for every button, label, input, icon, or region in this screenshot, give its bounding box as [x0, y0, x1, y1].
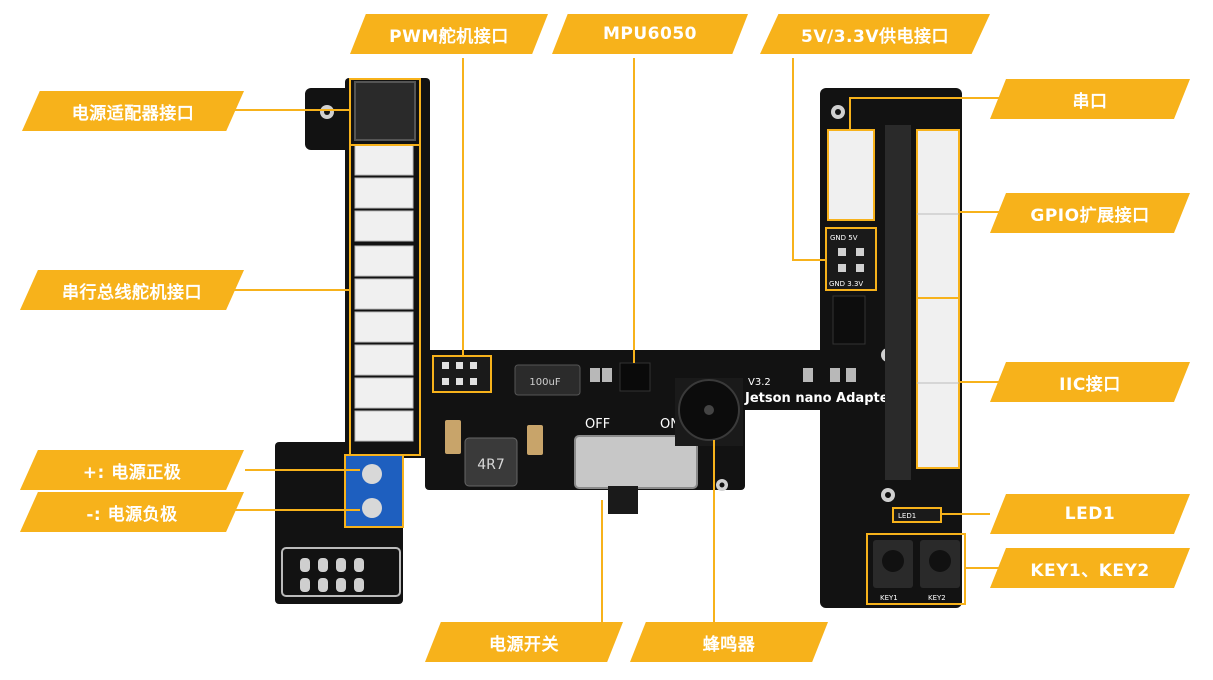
board-version: V3.2 — [748, 377, 771, 388]
bus-servo-connectors — [354, 144, 414, 442]
capacitor-text: 100uF — [529, 377, 560, 388]
key2-silk: KEY2 — [928, 594, 946, 602]
pad-area — [281, 547, 401, 597]
inductor — [464, 437, 518, 487]
leader-lines — [218, 58, 1010, 626]
smd-components — [445, 420, 543, 455]
terminal-screw-minus — [362, 498, 382, 518]
key2-button — [929, 550, 951, 572]
mpu6050-chip — [619, 362, 651, 392]
jumper-gnd-33v: GND 3.3V — [829, 280, 863, 288]
label-power-negative: -: 电源负极 — [20, 492, 244, 532]
buzzer-hole — [704, 405, 714, 415]
label-iic: IIC接口 — [990, 362, 1190, 402]
label-mpu6050: MPU6050 — [552, 14, 748, 54]
dc-jack — [354, 81, 416, 141]
connector-dividers — [917, 213, 959, 384]
jumper-pins — [838, 248, 864, 272]
jumper-gnd-5v: GND 5V — [830, 234, 858, 242]
gpio-header — [885, 125, 911, 480]
serial-connector — [827, 129, 875, 221]
key1-silk: KEY1 — [880, 594, 898, 602]
label-led1: LED1 — [990, 494, 1190, 534]
label-bus-servo: 串行总线舵机接口 — [20, 270, 244, 310]
board-title: Jetson nano Adapter — [744, 391, 896, 406]
switch-off-text: OFF — [585, 417, 610, 432]
capacitor — [514, 364, 581, 396]
label-serial-port: 串口 — [990, 79, 1190, 119]
led-silk: LED1 — [898, 512, 916, 520]
voltage-jumper — [825, 227, 877, 291]
switch-on-text: ON — [660, 417, 680, 432]
switch-slider — [608, 486, 638, 514]
label-power-adapter: 电源适配器接口 — [22, 91, 244, 131]
label-buzzer: 蜂鸣器 — [630, 622, 828, 662]
label-keys: KEY1、KEY2 — [990, 548, 1190, 588]
label-power-positive: +: 电源正极 — [20, 450, 244, 490]
label-power-supply: 5V/3.3V供电接口 — [760, 14, 990, 54]
pads — [300, 558, 364, 592]
pwm-pins — [442, 362, 477, 385]
label-pwm-servo: PWM舵机接口 — [350, 14, 548, 54]
inductor-text: 4R7 — [477, 457, 505, 473]
label-gpio: GPIO扩展接口 — [990, 193, 1190, 233]
terminal-screw-plus — [362, 464, 382, 484]
smd-resistors — [590, 368, 856, 382]
highlight-boxes — [344, 78, 421, 528]
pwm-header — [432, 355, 492, 393]
ic-chip — [832, 295, 866, 345]
label-power-switch: 电源开关 — [425, 622, 623, 662]
key1-button — [882, 550, 904, 572]
